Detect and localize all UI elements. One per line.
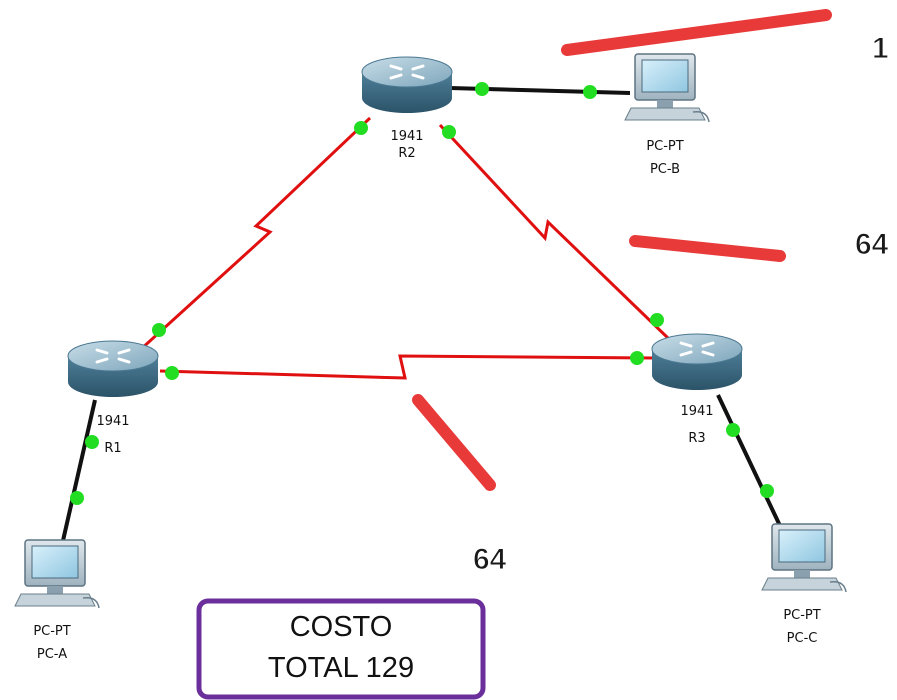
- total-cost-box-border: [196, 598, 486, 700]
- pc-name-label: PC-C: [787, 631, 818, 646]
- port-dot: [354, 121, 368, 135]
- cost-label-r2-pcb: 1: [872, 32, 889, 65]
- pc-icon: [761, 523, 847, 593]
- annotation-mark: [561, 9, 832, 56]
- port-dot: [650, 313, 664, 327]
- port-indicators: [70, 82, 774, 505]
- router-name-label: R2: [398, 146, 415, 161]
- port-dot: [630, 351, 644, 365]
- port-dot: [475, 82, 489, 96]
- pc-type-label: PC-PT: [783, 608, 820, 623]
- cost-label-r1-r3: 64: [473, 543, 507, 576]
- router-icon: [67, 340, 159, 397]
- pc-type-label: PC-PT: [33, 624, 70, 639]
- annotation-mark: [629, 235, 786, 262]
- cost-label-r2-r3: 64: [855, 228, 889, 261]
- router-icon: [361, 56, 453, 113]
- port-dot: [70, 491, 84, 505]
- link-r1-r3-serial: [159, 354, 656, 380]
- router-name-label: R3: [688, 431, 705, 446]
- router-r2[interactable]: 1941 R2: [361, 56, 453, 161]
- links: [60, 86, 784, 546]
- pc-type-label: PC-PT: [646, 139, 683, 154]
- pc-c[interactable]: PC-PT PC-C: [761, 523, 847, 646]
- link-r1-pca: [60, 399, 97, 546]
- pc-a[interactable]: PC-PT PC-A: [14, 539, 100, 662]
- router-r3[interactable]: 1941 R3: [651, 333, 743, 446]
- port-dot: [726, 423, 740, 437]
- annotation-mark: [412, 394, 496, 491]
- router-model-label: 1941: [680, 404, 713, 419]
- pc-name-label: PC-A: [37, 647, 67, 662]
- port-dot: [583, 85, 597, 99]
- router-model-label: 1941: [96, 414, 129, 429]
- port-dot: [85, 435, 99, 449]
- port-dot: [442, 125, 456, 139]
- router-r1[interactable]: 1941 R1: [67, 340, 159, 456]
- total-cost-title: COSTO: [290, 611, 393, 643]
- router-icon: [651, 333, 743, 390]
- port-dot: [760, 484, 774, 498]
- router-name-label: R1: [104, 441, 121, 456]
- port-dot: [152, 323, 166, 337]
- link-r1-r2-serial: [138, 116, 372, 352]
- total-cost-box: COSTO TOTAL 129: [196, 598, 486, 700]
- annotation-marks: [412, 9, 832, 491]
- pc-icon: [14, 539, 100, 609]
- pc-name-label: PC-B: [650, 162, 680, 177]
- router-model-label: 1941: [390, 129, 423, 144]
- port-dot: [165, 366, 179, 380]
- total-cost-value: TOTAL 129: [268, 652, 414, 684]
- pc-icon: [624, 53, 710, 123]
- link-r2-r3-serial: [438, 123, 672, 342]
- link-r3-pcc: [716, 394, 784, 531]
- pc-b[interactable]: PC-PT PC-B: [624, 53, 710, 177]
